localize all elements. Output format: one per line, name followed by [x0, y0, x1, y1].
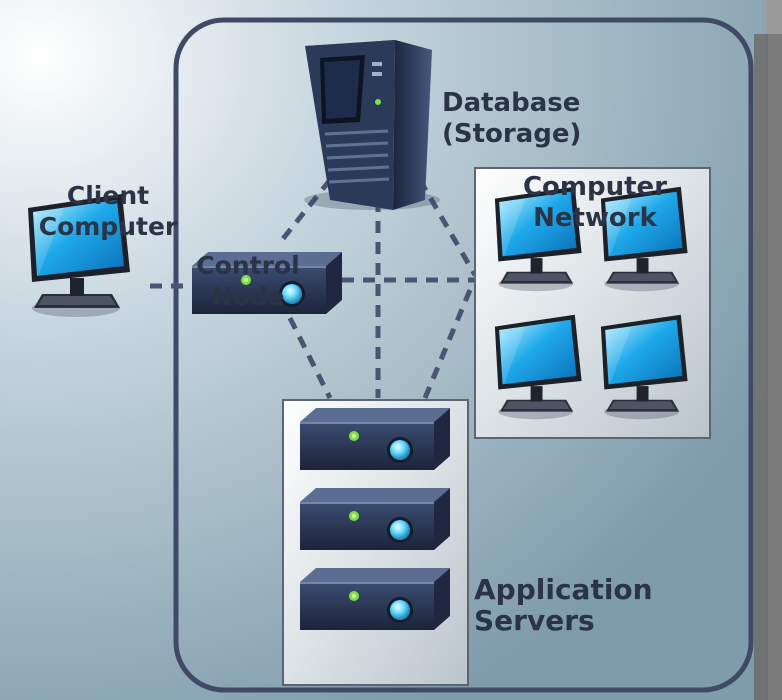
database-storage-label: Database(Storage) [442, 88, 582, 149]
app-server-unit-icon [300, 488, 450, 550]
network-links [150, 178, 478, 400]
app-server-unit-icon [300, 408, 450, 470]
tower-server-icon [304, 40, 440, 210]
app-server-unit-icon [300, 568, 450, 630]
